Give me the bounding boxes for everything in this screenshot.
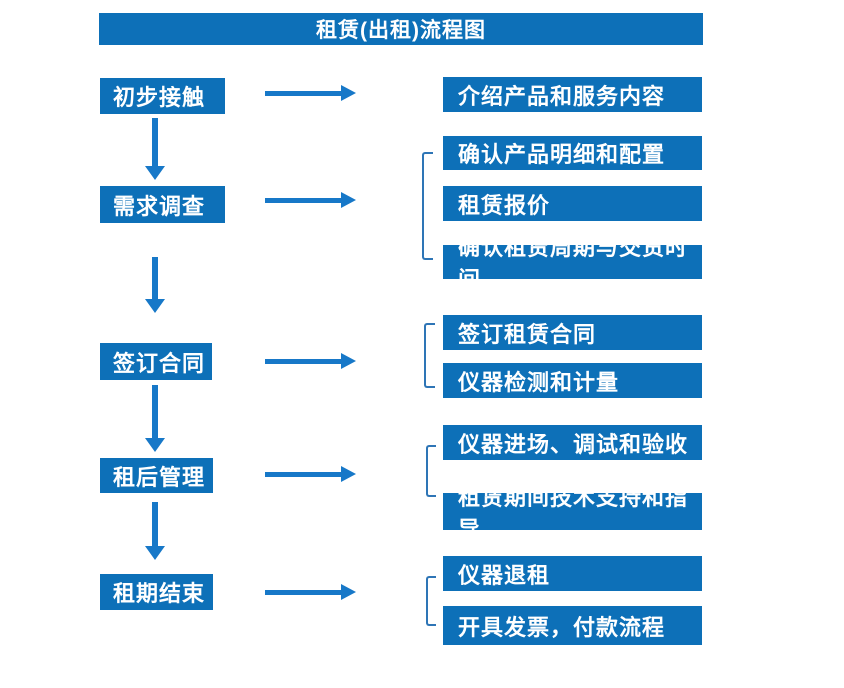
detail-box-invoice-payment: 开具发票，付款流程 [443,606,702,645]
detail-box-sign-rental-contract: 签订租赁合同 [443,315,702,350]
step-box-post-rental-management: 租后管理 [100,458,213,493]
detail-box-confirm-product-details: 确认产品明细和配置 [443,136,702,170]
detail-box-confirm-rental-period: 确认租赁周期与交货时间 [443,235,702,292]
detail-box-tech-support: 租赁期间技术支持和指导 [443,485,702,542]
detail-box-instrument-return: 仪器退租 [443,556,702,591]
step-box-rental-end: 租期结束 [100,574,213,610]
bracket-group-demand-survey [422,152,433,260]
step-box-demand-survey: 需求调查 [100,186,225,223]
detail-box-instrument-setup: 仪器进场、调试和验收 [443,425,702,460]
step-box-initial-contact: 初步接触 [100,78,225,114]
bracket-group-post-rental [426,445,436,497]
bracket-group-sign-contract [424,323,435,388]
step-box-sign-contract: 签订合同 [100,343,212,380]
bracket-group-rental-end [426,576,436,626]
detail-box-instrument-testing: 仪器检测和计量 [443,363,702,398]
detail-box-rental-quotation: 租赁报价 [443,186,702,221]
flowchart-title: 租赁(出租)流程图 [99,13,703,45]
detail-box-introduce-products: 介绍产品和服务内容 [443,77,702,112]
